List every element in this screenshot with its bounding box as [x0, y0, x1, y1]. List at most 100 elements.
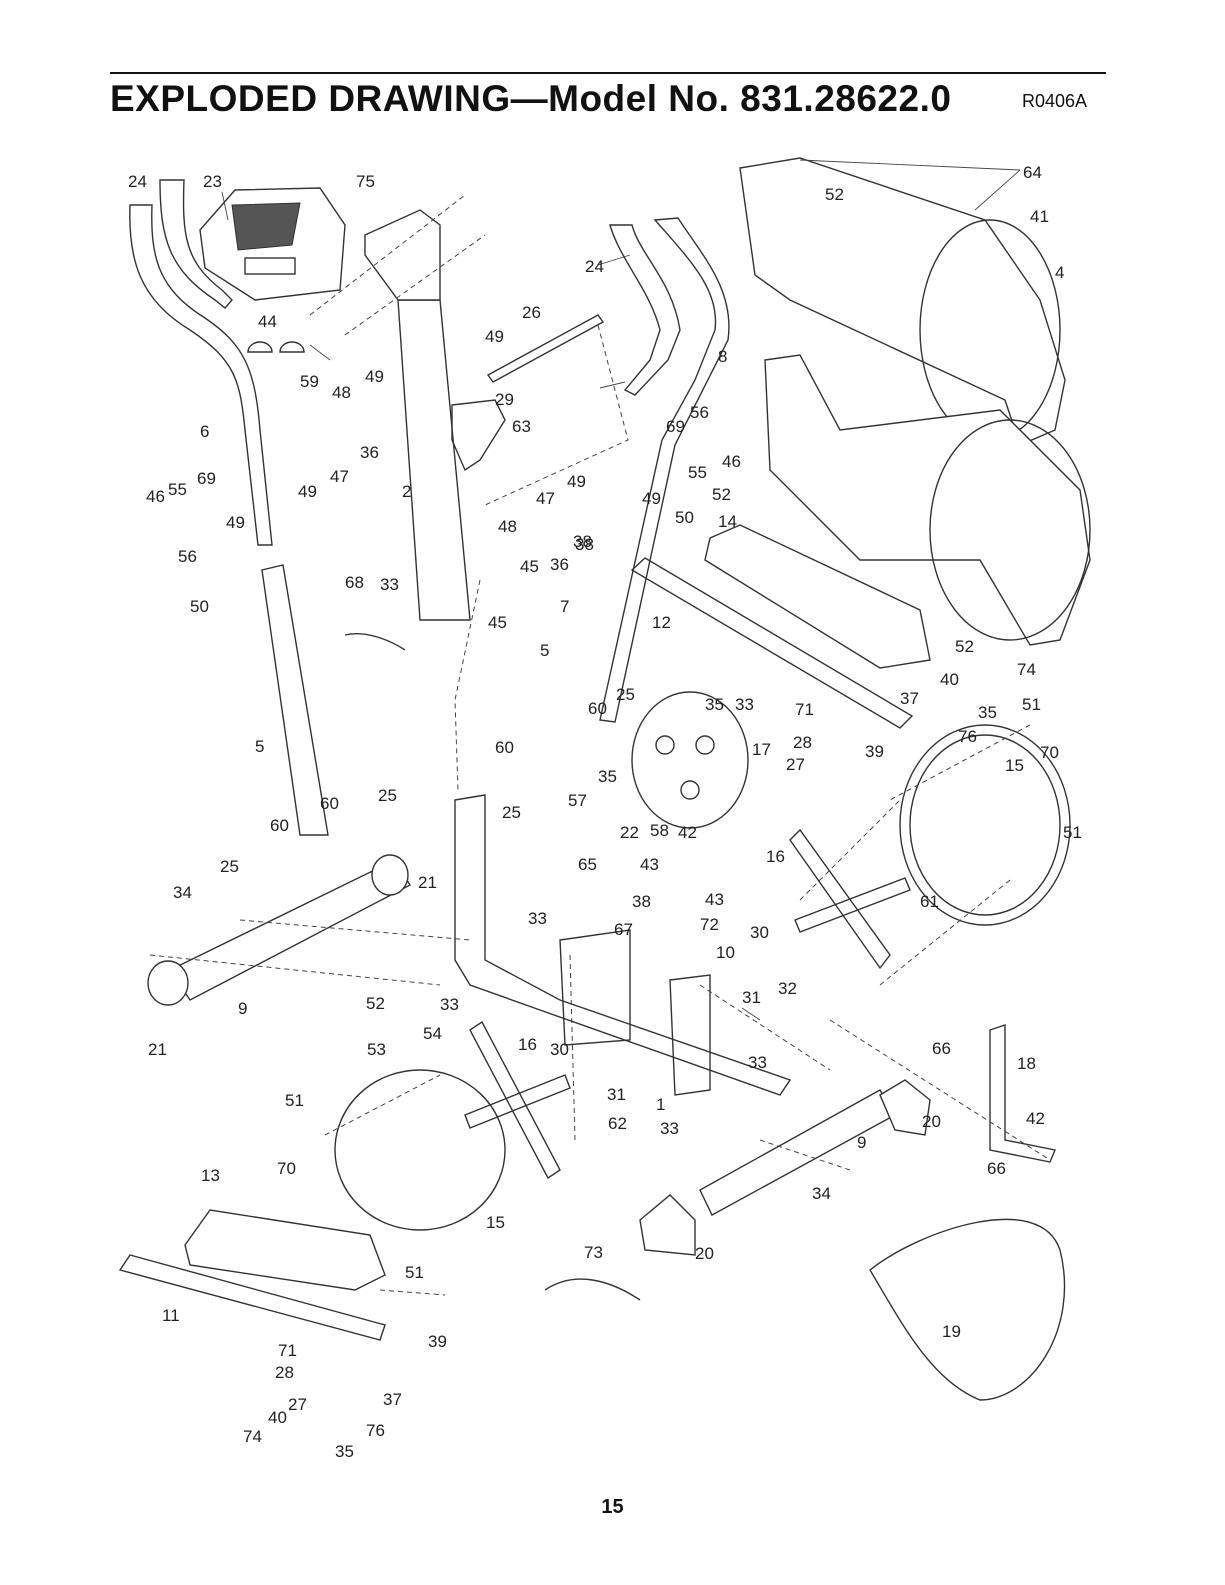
part-callout-38: 38 [573, 532, 592, 551]
part-callout-26: 26 [522, 303, 541, 322]
part-callout-71: 71 [278, 1341, 297, 1360]
part-callout-49: 49 [226, 513, 245, 532]
part-callout-37: 37 [900, 689, 919, 708]
drawing-code: R0406A [1022, 91, 1088, 111]
part-callout-18: 18 [1017, 1054, 1036, 1073]
part-callout-11: 11 [162, 1306, 180, 1325]
part-callout-74: 74 [1017, 660, 1036, 679]
part-callout-2: 2 [402, 482, 411, 501]
part-callout-57: 57 [568, 791, 587, 810]
part-callout-8: 8 [718, 347, 727, 366]
part-callout-49: 49 [298, 482, 317, 501]
part-callout-35: 35 [705, 695, 724, 714]
part-callout-60: 60 [320, 794, 339, 813]
part-callout-70: 70 [1040, 743, 1059, 762]
part-callout-21: 21 [418, 873, 437, 892]
part-callout-4: 4 [1055, 263, 1064, 282]
part-callout-14: 14 [718, 512, 737, 531]
part-callout-39: 39 [428, 1332, 447, 1351]
part-callout-55: 55 [168, 480, 187, 499]
part-callout-74: 74 [243, 1427, 262, 1446]
part-callout-36: 36 [360, 443, 379, 462]
part-callout-37: 37 [383, 1390, 402, 1409]
part-callout-58: 58 [650, 821, 669, 840]
part-callout-66: 66 [987, 1159, 1006, 1178]
part-callout-28: 28 [793, 733, 812, 752]
part-callout-9: 9 [238, 999, 247, 1018]
part-callout-20: 20 [922, 1112, 941, 1131]
part-callout-25: 25 [220, 857, 239, 876]
part-callout-43: 43 [640, 855, 659, 874]
part-callout-42: 42 [678, 823, 697, 842]
part-callout-49: 49 [642, 489, 661, 508]
part-callout-34: 34 [812, 1184, 831, 1203]
part-callout-28: 28 [275, 1363, 294, 1382]
part-callout-49: 49 [485, 327, 504, 346]
part-callout-24: 24 [128, 172, 147, 191]
part-callout-54: 54 [423, 1024, 442, 1043]
part-callout-33: 33 [528, 909, 547, 928]
part-callout-52: 52 [366, 994, 385, 1013]
part-callout-49: 49 [365, 367, 384, 386]
part-callout-7: 7 [560, 597, 569, 616]
part-callout-44: 44 [258, 312, 277, 331]
part-callout-34: 34 [173, 883, 192, 902]
part-callout-48: 48 [498, 517, 517, 536]
part-callout-27: 27 [288, 1395, 307, 1414]
part-callout-40: 40 [268, 1408, 287, 1427]
header-rule [110, 72, 1106, 74]
part-callout-64: 64 [1023, 163, 1042, 182]
part-callout-55: 55 [688, 463, 707, 482]
part-callout-50: 50 [190, 597, 209, 616]
part-callout-15: 15 [1005, 756, 1024, 775]
part-callout-75: 75 [356, 172, 375, 191]
part-callout-5: 5 [540, 641, 549, 660]
part-callout-41: 41 [1030, 207, 1049, 226]
part-callout-65: 65 [578, 855, 597, 874]
part-callout-16: 16 [766, 847, 785, 866]
part-callout-30: 30 [750, 923, 769, 942]
assembly-lines [149, 194, 1051, 1296]
part-callout-10: 10 [716, 943, 735, 962]
part-callout-38: 38 [632, 892, 651, 911]
part-callout-33: 33 [380, 575, 399, 594]
part-callout-60: 60 [270, 816, 289, 835]
part-callout-63: 63 [512, 417, 531, 436]
part-callout-56: 56 [690, 403, 709, 422]
part-callout-51: 51 [405, 1263, 424, 1282]
part-artwork [118, 157, 1091, 1401]
part-callout-47: 47 [330, 467, 349, 486]
part-callout-29: 29 [495, 390, 514, 409]
part-callout-35: 35 [978, 703, 997, 722]
part-callout-35: 35 [598, 767, 617, 786]
part-callout-56: 56 [178, 547, 197, 566]
part-callout-50: 50 [675, 508, 694, 527]
part-callout-31: 31 [742, 988, 761, 1007]
part-callout-49: 49 [567, 472, 586, 491]
part-callout-12: 12 [652, 613, 671, 632]
part-callout-35: 35 [335, 1442, 354, 1461]
part-callout-53: 53 [367, 1040, 386, 1059]
leader-lines [221, 159, 1021, 1021]
part-callout-48: 48 [332, 383, 351, 402]
part-callout-67: 67 [614, 920, 633, 939]
part-callout-51: 51 [1063, 823, 1082, 842]
part-callout-38: 38 [575, 535, 594, 554]
part-callout-39: 39 [865, 742, 884, 761]
part-callout-6: 6 [200, 422, 209, 441]
part-callout-33: 33 [440, 995, 459, 1014]
part-callout-33: 33 [660, 1119, 679, 1138]
part-callout-33: 33 [748, 1053, 767, 1072]
part-callout-70: 70 [277, 1159, 296, 1178]
part-callout-25: 25 [616, 685, 635, 704]
part-callout-62: 62 [608, 1114, 627, 1133]
part-callout-51: 51 [285, 1091, 304, 1110]
part-callout-24: 24 [585, 257, 604, 276]
part-callout-21: 21 [148, 1040, 167, 1059]
part-callout-68: 68 [345, 573, 364, 592]
part-callout-32: 32 [778, 979, 797, 998]
part-callout-61: 61 [920, 892, 939, 911]
